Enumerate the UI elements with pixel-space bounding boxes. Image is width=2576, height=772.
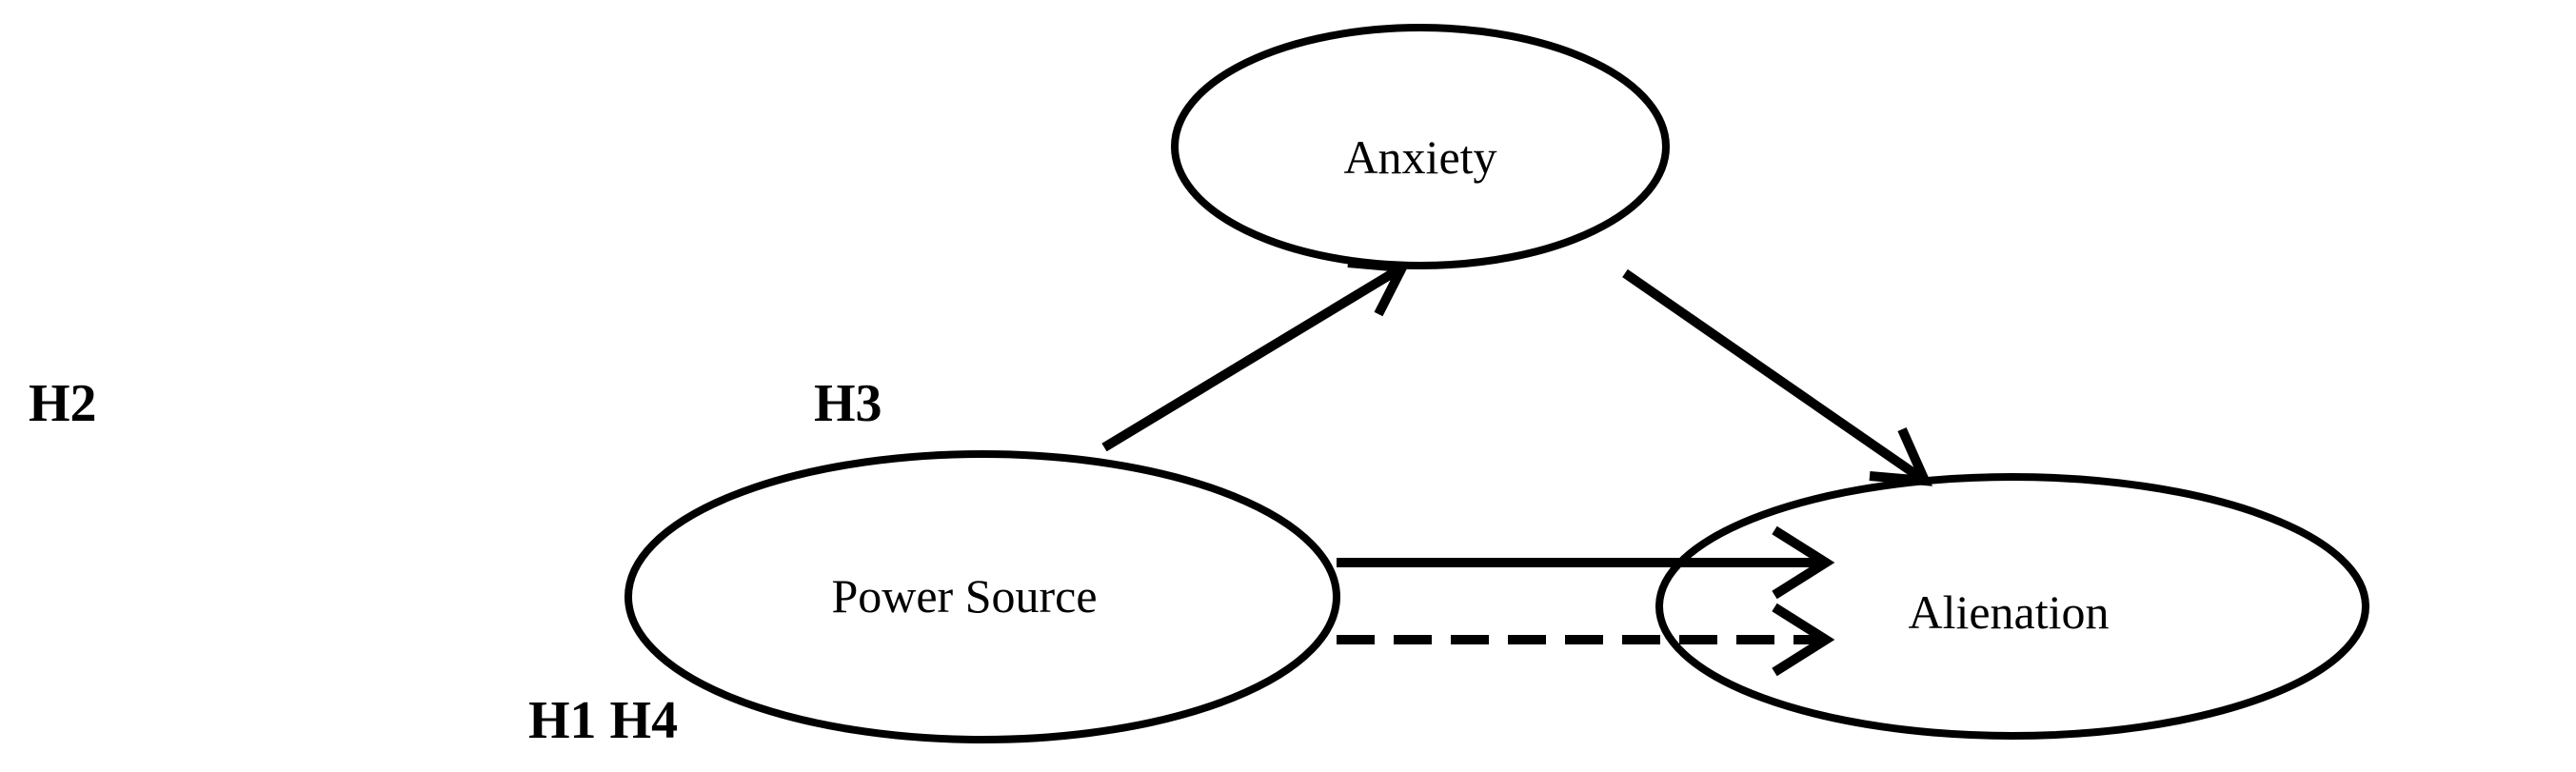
arrow-power-to-alienation-direct [1337,525,1835,600]
arrow-power-to-alienation-indirect [1337,603,1835,677]
anxiety-label: Anxiety [1343,130,1496,184]
arrow-power-to-alienation-direct-head [1772,525,1835,600]
hypothesis-h2-label: H2 [29,374,97,433]
power-source-label: Power Source [831,569,1097,623]
alienation-ellipse [1655,473,2369,740]
node-anxiety: Anxiety [1171,24,1670,269]
hypothesis-h3-label: H3 [814,374,882,433]
arrow-anxiety-to-alienation [1622,268,1933,486]
anxiety-ellipse [1171,24,1670,269]
arrow-power-to-alienation-indirect-head [1772,603,1835,677]
arrow-power-to-anxiety-shaft [1101,263,1405,452]
node-alienation: Alienation [1655,473,2369,740]
power-source-ellipse [624,450,1340,743]
arrow-power-to-anxiety [1101,258,1410,452]
hypothesis-h1-h4-label: H1 H4 [528,691,678,750]
arrow-anxiety-to-alienation-shaft [1622,268,1928,485]
arrow-power-to-anxiety-head [1347,258,1410,317]
arrow-anxiety-to-alienation-head [1869,426,1933,486]
node-power-source: Power Source [624,450,1340,743]
alienation-label: Alienation [1908,585,2109,639]
